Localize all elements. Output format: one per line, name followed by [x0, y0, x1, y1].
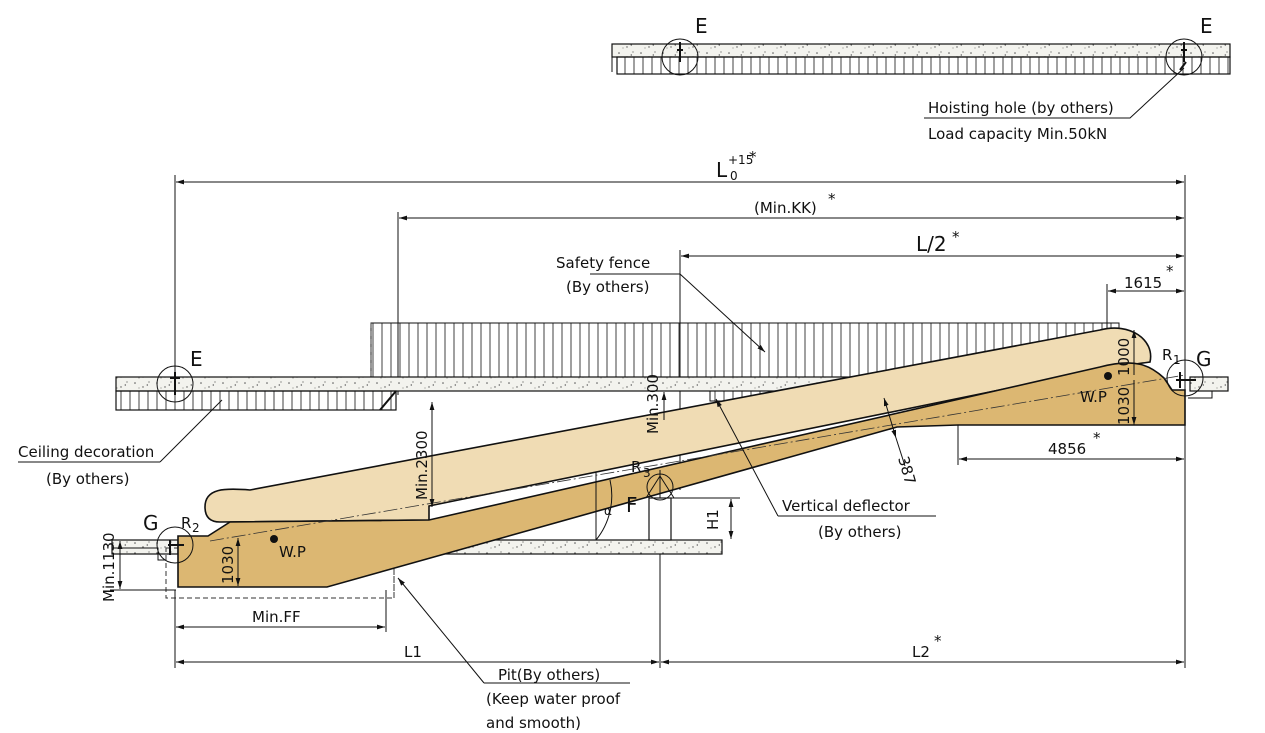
dim-l0-sub: 0 — [730, 169, 738, 183]
dim-1615-text: 1615 — [1124, 274, 1162, 292]
top-detail-slab: E E Hoisting hole (by others) Load capac… — [611, 14, 1231, 143]
safety-fence-label-1: Safety fence — [556, 254, 650, 272]
ceiling-label-1: Ceiling decoration — [18, 443, 154, 461]
truss-centre-line — [209, 374, 1186, 542]
safety-fence-label-2: (By others) — [566, 278, 649, 296]
dim-387-text: 387 — [894, 454, 919, 486]
dim-1030-right-text: 1030 — [1115, 387, 1133, 425]
dim-1615-star: * — [1166, 262, 1174, 280]
deflector-label-1: Vertical deflector — [782, 497, 911, 515]
dim-min1130-text: Min.1130 — [100, 532, 118, 602]
detail-e-circle-main — [156, 365, 194, 403]
detail-f-label: F — [626, 493, 638, 517]
dim-l2-star: * — [934, 632, 942, 650]
bottom-dimensions: Min.FF L1 L2 * — [174, 425, 1186, 668]
r1-label: R — [1162, 346, 1172, 364]
detail-g-label-left: G — [143, 511, 159, 535]
dim-half-l-text: L/2 — [916, 232, 947, 256]
angle-alpha-symbol: α — [604, 504, 612, 518]
dim-l0-tolerance: +15 — [728, 153, 753, 167]
intermediate-support: F R 3 H1 — [626, 458, 740, 668]
dim-h1-text: H1 — [704, 509, 722, 530]
top-dimensions: L 0 +15 * (Min.KK) * L/2 * 1615 * — [174, 148, 1186, 490]
hoisting-note-line2: Load capacity Min.50kN — [928, 125, 1107, 143]
ceiling-label-2: (By others) — [46, 470, 129, 488]
r3-label: R — [631, 458, 641, 476]
dim-min300-text: Min.300 — [644, 374, 662, 434]
dim-l0-text: L — [716, 158, 728, 182]
dim-min-kk-star: * — [828, 190, 836, 208]
r2-label: R — [181, 514, 191, 532]
dim-1030-left-text: 1030 — [219, 546, 237, 584]
detail-e-label-left: E — [190, 347, 203, 371]
angle-alpha: α — [595, 472, 613, 541]
dim-4856-text: 4856 — [1048, 440, 1086, 458]
pit-label-3: and smooth) — [486, 714, 581, 732]
wp-left-point — [270, 535, 278, 543]
r3-sub: 3 — [643, 466, 651, 480]
dim-l2-text: L2 — [912, 643, 930, 661]
g-detail-left: G R 2 — [112, 511, 200, 564]
dim-4856-star: * — [1093, 429, 1101, 447]
r2-sub: 2 — [192, 521, 200, 535]
dim-min2300-text: Min.2300 — [413, 430, 431, 500]
detail-e-label-top-left: E — [695, 14, 708, 38]
dim-387 — [883, 397, 897, 439]
pit-label-2: (Keep water proof — [486, 690, 621, 708]
dim-l0-star: * — [749, 148, 757, 166]
dim-l1-text: L1 — [404, 643, 422, 661]
wp-right-point — [1104, 372, 1112, 380]
pit-note: Pit(By others) (Keep water proof and smo… — [397, 577, 630, 732]
detail-e-circle-right — [1165, 38, 1203, 76]
deflector-label-2: (By others) — [818, 523, 901, 541]
wp-right-label: W.P — [1080, 388, 1107, 406]
dim-min-kk-text: (Min.KK) — [754, 199, 817, 217]
vertical-dimensions: Min.2300 Min.300 1000 1030 1030 Min.1130 — [100, 330, 1137, 602]
ceiling-note: Ceiling decoration (By others) — [18, 399, 223, 488]
hoisting-note-line1: Hoisting hole (by others) — [928, 99, 1114, 117]
detail-g-label-right: G — [1196, 347, 1212, 371]
g-detail-right: G R 1 — [1162, 346, 1228, 399]
wp-left-label: W.P — [279, 543, 306, 561]
hoisting-leader — [924, 67, 1185, 119]
r1-sub: 1 — [1173, 353, 1181, 367]
balustrade-handrail — [204, 327, 1152, 523]
dim-1000-text: 1000 — [1115, 338, 1133, 376]
dim-half-l-star: * — [952, 228, 960, 246]
detail-e-label-top-right: E — [1200, 14, 1213, 38]
dim-min-ff-text: Min.FF — [252, 608, 301, 626]
pit-label-1: Pit(By others) — [498, 666, 600, 684]
escalator-truss — [177, 362, 1186, 588]
detail-e-circle-left — [661, 38, 699, 76]
deflector-note: Vertical deflector (By others) — [715, 398, 936, 541]
